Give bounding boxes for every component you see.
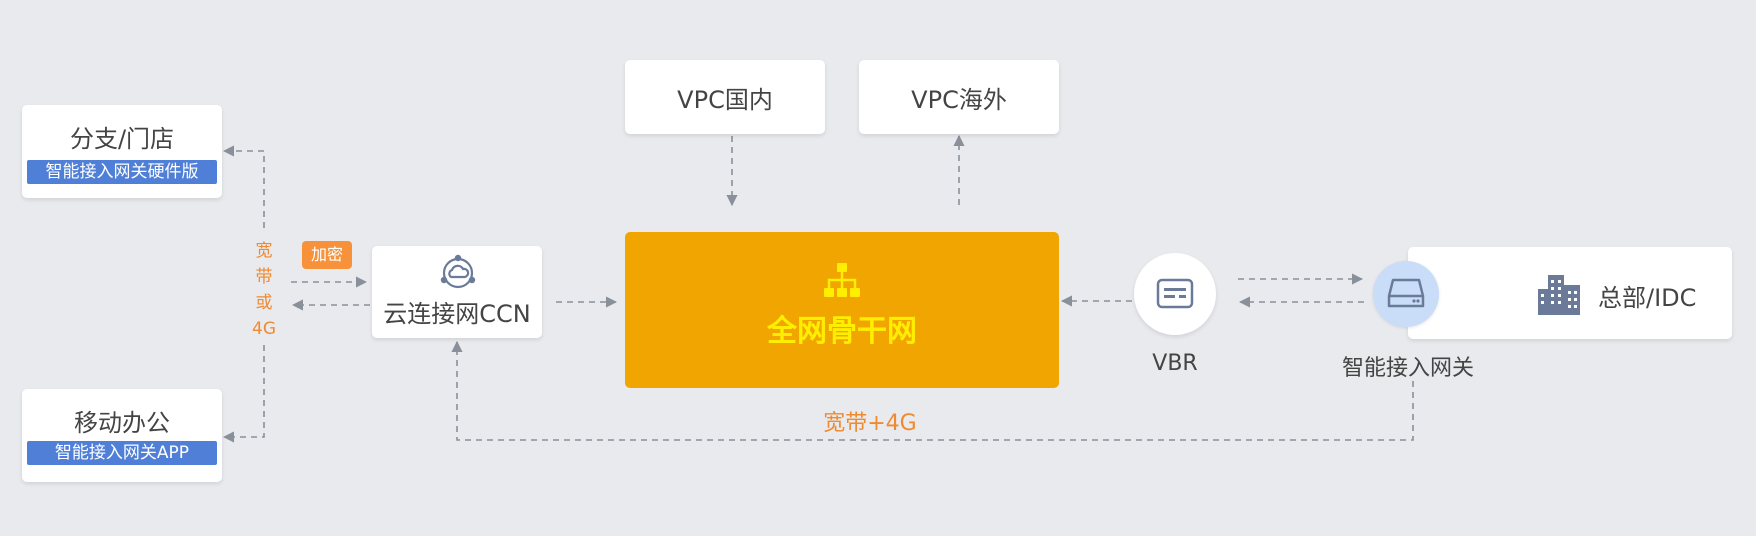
branch-title: 分支/门店 [69, 125, 175, 153]
mobile-card: 移动办公 智能接入网关APP [22, 389, 222, 482]
vpc-domestic-card: VPC国内 [625, 60, 825, 134]
router-card-icon [1156, 278, 1194, 309]
backbone-block: 全网骨干网 [625, 232, 1059, 388]
label-char: 带 [255, 267, 273, 287]
branch-card: 分支/门店 智能接入网关硬件版 [22, 105, 222, 198]
hq-card: 总部/IDC [1408, 247, 1732, 339]
disk-drive-icon [1387, 278, 1425, 308]
branch-tag: 智能接入网关硬件版 [27, 160, 217, 184]
gateway-label: 智能接入网关 [1341, 356, 1474, 381]
vpc-overseas-title: VPC海外 [911, 85, 1007, 114]
cloud-network-icon [440, 254, 476, 289]
ccn-title: 云连接网CCN [383, 300, 531, 328]
vpc-domestic-title: VPC国内 [677, 85, 773, 114]
buildings-icon [1538, 275, 1580, 315]
broadband-or-4g-label: 宽 带 或 4G [246, 238, 282, 342]
mobile-tag: 智能接入网关APP [27, 441, 217, 465]
gateway-node [1373, 261, 1439, 327]
vbr-label: VBR [1152, 351, 1198, 376]
label-char: 宽 [255, 241, 273, 261]
vbr-node [1134, 253, 1216, 335]
label-char: 4G [252, 319, 276, 339]
branch-connector [222, 145, 265, 228]
vpc-overseas-card: VPC海外 [859, 60, 1059, 134]
mobile-connector [222, 345, 265, 443]
ccn-card: 云连接网CCN [372, 246, 542, 338]
mobile-title: 移动办公 [74, 409, 170, 437]
broadband-4g-label: 宽带+4G [800, 405, 940, 437]
org-tree-icon [824, 263, 860, 297]
hq-title: 总部/IDC [1598, 284, 1697, 312]
label-char: 或 [255, 293, 273, 313]
backbone-title: 全网骨干网 [767, 314, 917, 349]
encrypt-badge: 加密 [302, 241, 352, 269]
